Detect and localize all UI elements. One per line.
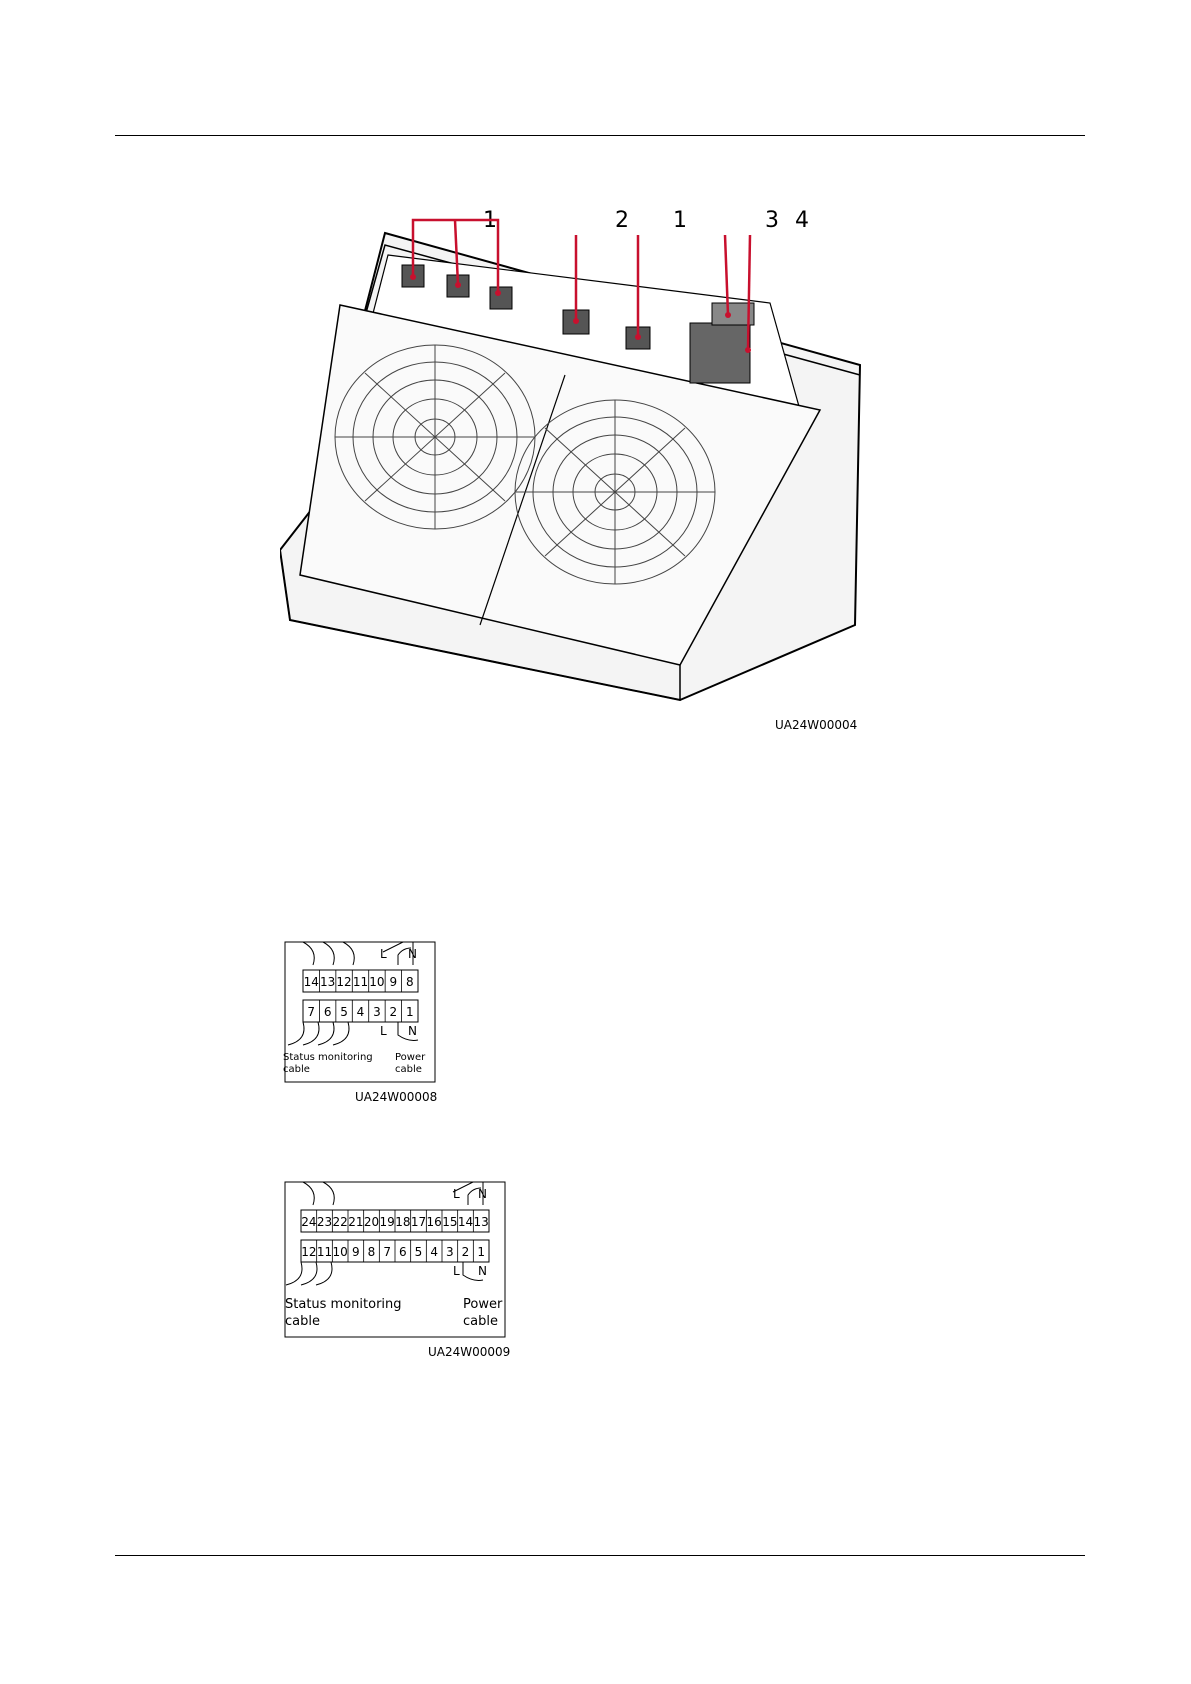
pin-label: 9 <box>390 975 398 989</box>
pin-label: 9 <box>352 1245 360 1259</box>
pin-label: 13 <box>474 1215 489 1229</box>
device-top-figure: 1 2 1 3 4 <box>280 195 880 735</box>
neutral-label-bottom: N <box>478 1264 487 1278</box>
status-cable-label-1: Status monitoring <box>283 1052 373 1063</box>
footer-rule <box>115 1555 1085 1556</box>
pin-label: 17 <box>411 1215 426 1229</box>
pin-label: 12 <box>336 975 351 989</box>
pin-label: 16 <box>427 1215 442 1229</box>
live-label-top: L <box>453 1187 460 1201</box>
pin-label: 11 <box>317 1245 332 1259</box>
pin-label: 3 <box>446 1245 454 1259</box>
live-label-top: L <box>380 947 387 961</box>
pin-label: 6 <box>324 1005 332 1019</box>
callout-3: 3 <box>765 208 779 233</box>
pin-label: 21 <box>348 1215 363 1229</box>
pin-label: 12 <box>301 1245 316 1259</box>
pin-label: 14 <box>304 975 319 989</box>
power-cable-label-1: Power <box>395 1052 426 1063</box>
callout-2: 2 <box>615 208 629 233</box>
pin-label: 18 <box>395 1215 410 1229</box>
pin-label: 6 <box>399 1245 407 1259</box>
pin-label: 19 <box>380 1215 395 1229</box>
pin-label: 2 <box>390 1005 398 1019</box>
pin-label: 11 <box>353 975 368 989</box>
neutral-label-top: N <box>478 1187 487 1201</box>
callout-1b: 1 <box>673 208 687 233</box>
power-cable-label-1: Power <box>463 1297 503 1312</box>
pin-label: 3 <box>373 1005 381 1019</box>
pin-label: 5 <box>340 1005 348 1019</box>
status-cable-label-2: cable <box>283 1064 310 1075</box>
pin-label: 4 <box>430 1245 438 1259</box>
status-cable-label-2: cable <box>285 1314 320 1329</box>
pin-label: 5 <box>415 1245 423 1259</box>
figure-id-3: UA24W00009 <box>428 1345 510 1359</box>
pin-label: 24 <box>301 1215 316 1229</box>
pin-label: 10 <box>369 975 384 989</box>
pin-label: 14 <box>458 1215 473 1229</box>
pin-label: 4 <box>357 1005 365 1019</box>
power-cable-label-2: cable <box>395 1064 422 1075</box>
pin-label: 8 <box>368 1245 376 1259</box>
pin-label: 1 <box>477 1245 485 1259</box>
status-cable-label-1: Status monitoring <box>285 1297 402 1312</box>
pin-label: 22 <box>333 1215 348 1229</box>
figure-id-1: UA24W00004 <box>775 718 857 732</box>
header-rule <box>115 135 1085 136</box>
pin-label: 10 <box>333 1245 348 1259</box>
pin-label: 1 <box>406 1005 414 1019</box>
power-cable-label-2: cable <box>463 1314 498 1329</box>
pin-label: 20 <box>364 1215 379 1229</box>
terminal-block-3-4 <box>690 323 750 383</box>
callout-4: 4 <box>795 208 809 233</box>
pin-label: 23 <box>317 1215 332 1229</box>
figure-id-2: UA24W00008 <box>355 1090 437 1104</box>
pin-label: 7 <box>383 1245 391 1259</box>
neutral-label-top: N <box>408 947 417 961</box>
pin-label: 15 <box>442 1215 457 1229</box>
device-illustration: 1 2 1 3 4 <box>280 195 880 735</box>
pin-label: 7 <box>307 1005 315 1019</box>
pin-label: 2 <box>462 1245 470 1259</box>
live-label-bottom: L <box>380 1024 387 1038</box>
pin-label: 13 <box>320 975 335 989</box>
live-label-bottom: L <box>453 1264 460 1278</box>
connector-1c <box>490 287 512 309</box>
pin-label: 8 <box>406 975 414 989</box>
neutral-label-bottom: N <box>408 1024 417 1038</box>
